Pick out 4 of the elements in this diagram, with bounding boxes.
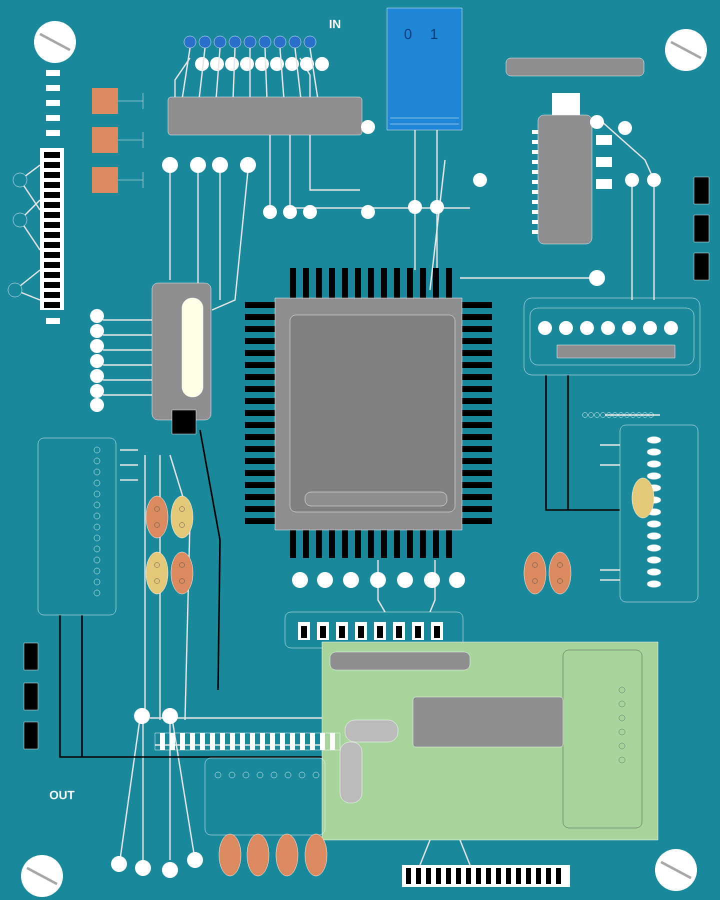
board-label: OUT [50,790,75,800]
board-label: 1 [431,29,438,39]
board-label: IN [330,20,340,28]
board-label: 0 [404,28,412,40]
